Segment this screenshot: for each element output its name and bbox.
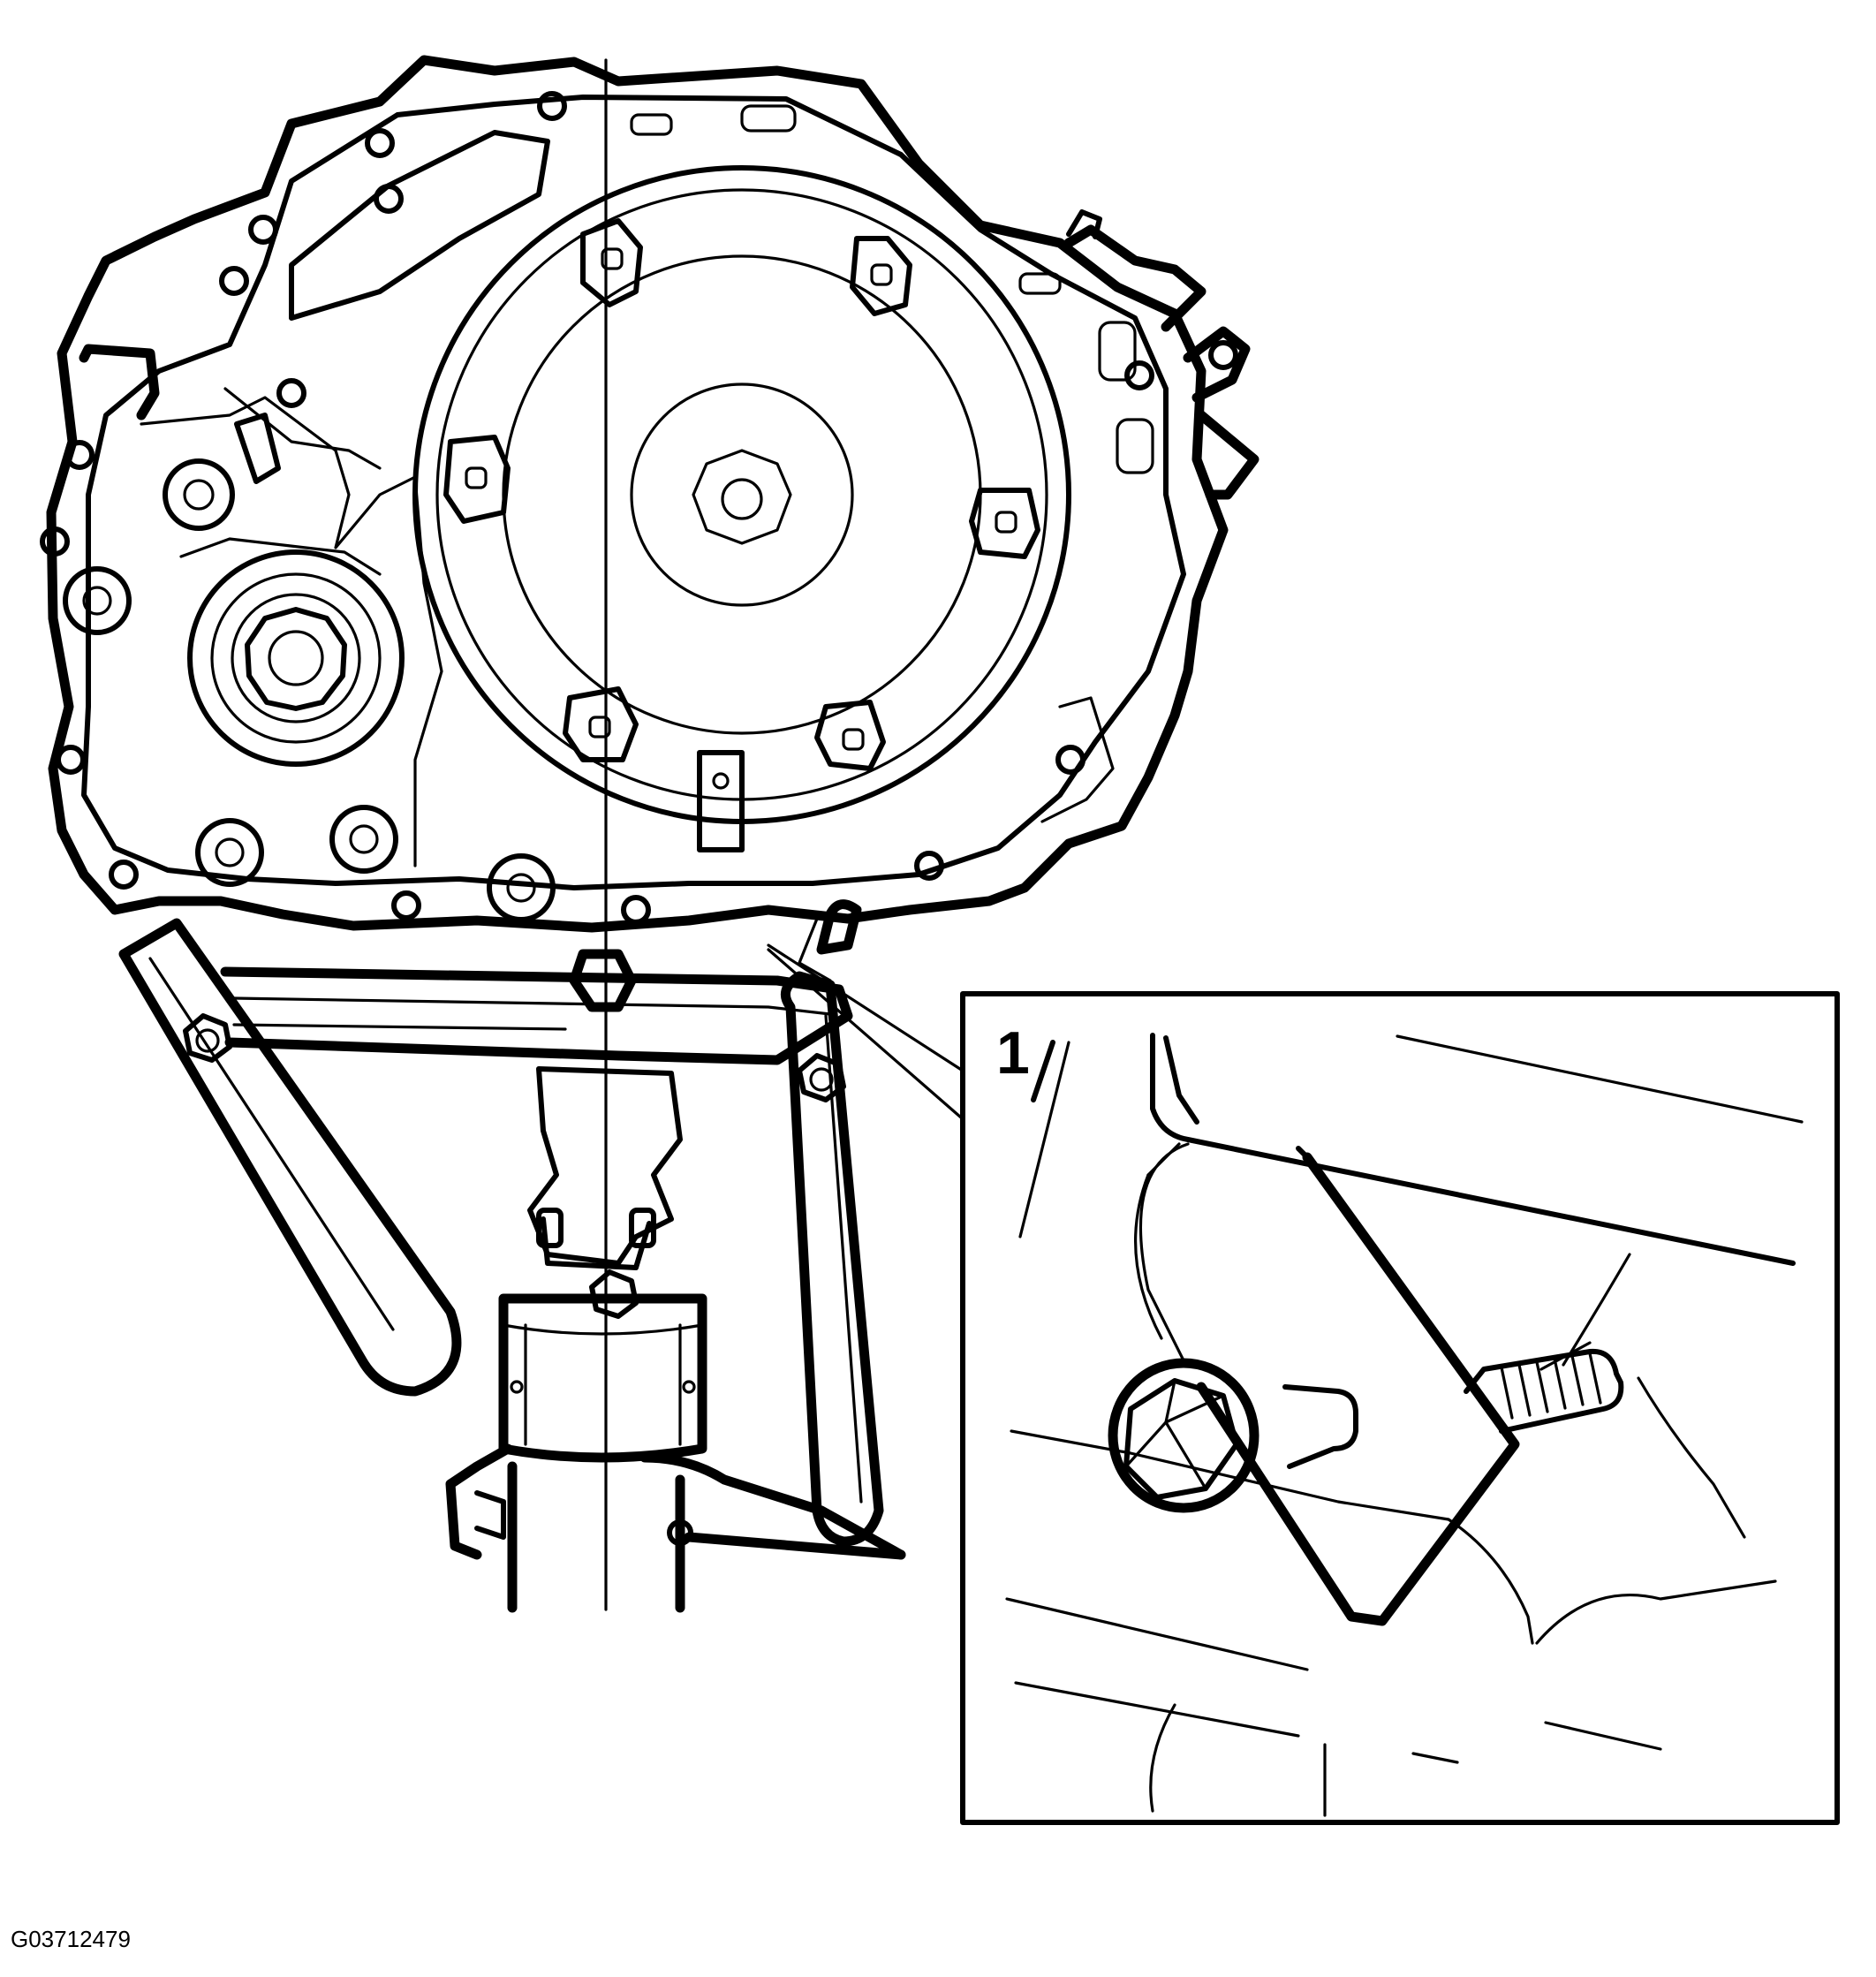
bolt-shank xyxy=(1282,1384,1358,1469)
detail-leader-lower xyxy=(767,948,963,1119)
bracket-plate xyxy=(1196,1152,1520,1626)
housing-top-clip xyxy=(1066,209,1102,239)
housing-outline xyxy=(46,55,1229,933)
bellhousing-ring xyxy=(412,165,1071,824)
jack-base-left xyxy=(445,1443,513,1560)
converter-hub-nut xyxy=(692,449,792,545)
detail-leader-upper xyxy=(767,943,964,1072)
converter-lugs xyxy=(443,218,1040,771)
jack-cylinder xyxy=(498,1293,707,1463)
bolt-flange xyxy=(1108,1358,1259,1513)
housing-inner-flange xyxy=(81,95,1186,890)
converter-slot xyxy=(697,750,745,852)
housing-bosses xyxy=(63,458,556,922)
callout-leader xyxy=(1031,1040,1055,1102)
housing-right-lug-upper xyxy=(1063,224,1207,332)
mounting-bolt xyxy=(1108,1358,1358,1513)
bellhousing-ring-inner xyxy=(435,188,1048,801)
jack-nut xyxy=(589,1269,639,1319)
converter-hub-center xyxy=(721,478,763,520)
bolt-hex-head xyxy=(1123,1378,1239,1500)
output-shaft-seal xyxy=(179,537,405,767)
detail-inset-frame xyxy=(960,991,1840,1825)
housing-left-ear xyxy=(79,344,160,420)
housing-right-lug-ring xyxy=(1183,326,1251,403)
housing-web-right xyxy=(1040,696,1115,823)
figure-id: G03712479 xyxy=(11,1926,131,1952)
transmission-housing xyxy=(40,55,1259,933)
mounting-stud xyxy=(1464,1348,1624,1434)
callout-label: 1 xyxy=(996,1019,1030,1087)
lug-hole xyxy=(1208,340,1238,370)
right-arm-bolt xyxy=(797,1053,846,1102)
support-fixture xyxy=(118,899,906,1613)
housing-bolts xyxy=(40,91,1154,925)
left-support-arm xyxy=(118,918,462,1397)
housing-right-lug-lower xyxy=(1196,410,1259,500)
housing-top-plate xyxy=(289,130,550,321)
cross-beam xyxy=(220,966,853,1065)
flexplate-ring xyxy=(502,254,982,735)
converter-hub xyxy=(630,383,854,607)
selector-shaft xyxy=(234,413,281,484)
jack-head xyxy=(569,949,637,1012)
detail-inset xyxy=(960,991,1840,1825)
housing-web-left xyxy=(140,396,443,867)
jack-base-right xyxy=(639,1452,906,1560)
left-arm-bolt xyxy=(183,1013,232,1063)
jack-upper-body xyxy=(527,1066,683,1266)
